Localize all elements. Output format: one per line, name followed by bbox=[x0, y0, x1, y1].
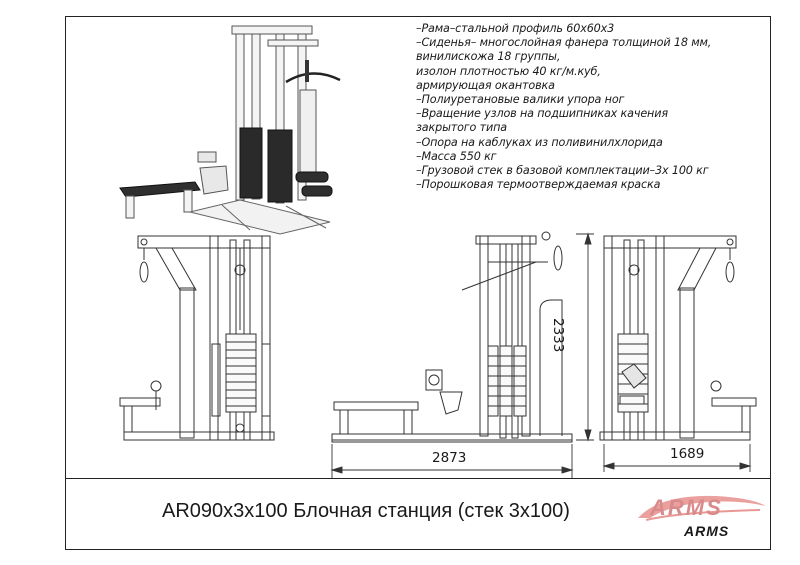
spec-line: армирующая окантовка bbox=[416, 78, 555, 92]
dimension-height: 2333 bbox=[550, 318, 566, 353]
spec-line: –Рама–стальной профиль 60x60x3 bbox=[416, 22, 615, 35]
spec-line: –Порошковая термоотверждаемая краска bbox=[416, 178, 661, 192]
drawing-frame bbox=[65, 16, 771, 550]
rear-view bbox=[599, 235, 757, 441]
spec-line: –Сиденья– многослойная фанера толщиной 1… bbox=[416, 36, 712, 50]
dimension-lines bbox=[330, 232, 594, 478]
spec-line: закрытого типа bbox=[416, 121, 507, 135]
document-title: AR090x3x100 Блочная станция (стек 3x100) bbox=[162, 500, 570, 522]
product-render bbox=[119, 25, 341, 235]
spec-line: –Полиуретановые валики упора ног bbox=[416, 93, 625, 107]
dimension-width: 1689 bbox=[670, 446, 705, 462]
title-block-divider bbox=[65, 478, 771, 479]
brand-logo-sub: ARMS bbox=[684, 523, 730, 539]
brand-logo-main: ARMS bbox=[650, 495, 723, 520]
dimension-length: 2873 bbox=[432, 450, 467, 466]
spec-line: винилискожа 18 группы, bbox=[416, 50, 561, 64]
spec-line: –Вращение узлов на подшипниках качения bbox=[416, 107, 668, 121]
front-weight-stack bbox=[225, 333, 257, 413]
rear-dimension-lines bbox=[602, 444, 752, 472]
brand-logo-icon bbox=[638, 495, 766, 521]
front-view bbox=[119, 235, 275, 441]
spec-line: –Грузовой стек в базовой комплектации–3x… bbox=[416, 164, 709, 178]
spec-line: изолон плотностью 40 кг/м.куб, bbox=[416, 64, 601, 78]
side-view bbox=[331, 231, 573, 443]
specifications-list: –Рама–стальной профиль 60x60x3 –Сиденья–… bbox=[416, 22, 766, 192]
spec-line: –Масса 550 кг bbox=[416, 149, 497, 163]
spec-line: –Опора на каблуках из поливинилхлорида bbox=[416, 135, 663, 149]
